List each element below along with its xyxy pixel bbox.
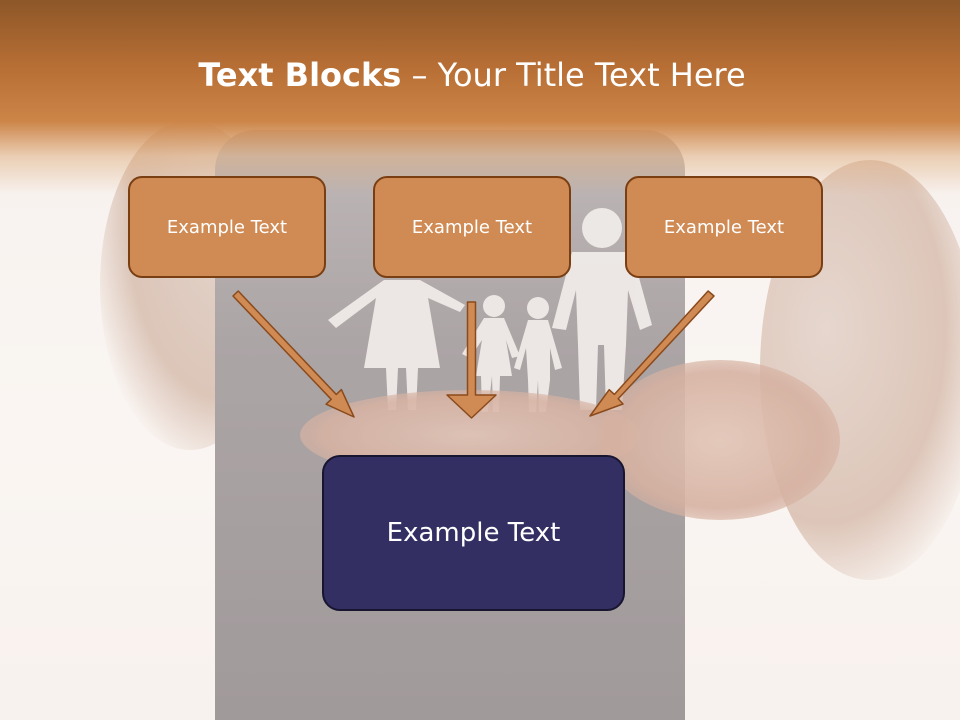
text-block-2[interactable]: Example Text xyxy=(373,176,571,278)
text-block-1[interactable]: Example Text xyxy=(128,176,326,278)
background-hand-right xyxy=(600,360,840,520)
title-separator: – xyxy=(401,56,438,94)
arrow-left xyxy=(232,290,355,418)
title-rest: Your Title Text Here xyxy=(437,56,746,94)
text-block-3[interactable]: Example Text xyxy=(625,176,823,278)
arrow-center xyxy=(446,301,497,419)
text-block-3-label: Example Text xyxy=(663,216,785,238)
arrow-right xyxy=(589,290,715,417)
main-text-block-label: Example Text xyxy=(386,518,561,548)
text-block-1-label: Example Text xyxy=(166,216,288,238)
title-band xyxy=(0,0,960,195)
slide-title: Text Blocks – Your Title Text Here xyxy=(0,56,944,94)
text-block-2-label: Example Text xyxy=(411,216,533,238)
title-bold: Text Blocks xyxy=(198,56,402,94)
main-text-block[interactable]: Example Text xyxy=(322,455,625,611)
